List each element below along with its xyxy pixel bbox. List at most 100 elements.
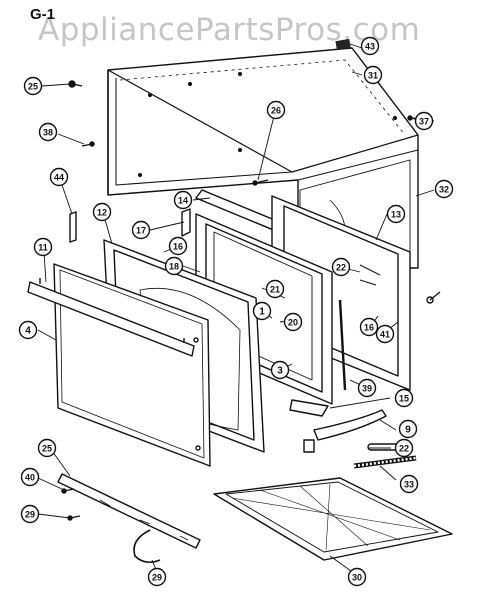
callout-bubble — [283, 312, 303, 332]
callout-number: 4 — [25, 325, 31, 336]
callout-number: 18 — [169, 261, 179, 271]
callout-c18: 18 — [164, 256, 184, 276]
callout-number: 22 — [336, 262, 346, 272]
callout-c20: 20 — [283, 312, 303, 332]
callout-bubble — [347, 567, 367, 587]
callout-bubble — [375, 324, 395, 344]
callout-number: 21 — [270, 284, 280, 294]
callout-c22b: 22 — [394, 438, 414, 458]
callout-number: 3 — [277, 365, 283, 376]
callout-number: 1 — [259, 306, 265, 317]
callout-bubble — [131, 220, 151, 240]
callout-bubble — [38, 122, 58, 142]
callout-c21: 21 — [265, 279, 285, 299]
callout-bubble — [414, 111, 434, 131]
callout-number: 31 — [368, 70, 378, 80]
callout-bubble — [168, 236, 188, 256]
callout-number: 11 — [38, 242, 48, 252]
callout-c11: 11 — [33, 237, 53, 257]
callout-c43: 43 — [360, 36, 380, 56]
callout-number: 13 — [391, 209, 401, 219]
callout-bubble — [173, 190, 193, 210]
callout-bubble — [399, 474, 419, 494]
callout-bubble — [37, 438, 57, 458]
callout-number: 29 — [25, 509, 35, 519]
callout-c16a: 16 — [168, 236, 188, 256]
callout-c37: 37 — [414, 111, 434, 131]
callout-c29b: 29 — [147, 567, 167, 587]
callout-number: 25 — [42, 443, 52, 453]
callout-c3: 3 — [270, 360, 290, 380]
callout-c15: 15 — [394, 388, 414, 408]
drip-tray — [213, 477, 453, 561]
callout-c12: 12 — [92, 202, 112, 222]
callout-bubble — [270, 360, 290, 380]
diagram-label: G-1 — [30, 6, 56, 23]
callout-c31: 31 — [363, 65, 383, 85]
callout-bubble — [386, 204, 406, 224]
callout-c14: 14 — [173, 190, 193, 210]
callout-number: 26 — [271, 105, 281, 115]
callout-number: 14 — [178, 195, 188, 205]
door-handle — [27, 281, 195, 357]
callout-number: 20 — [288, 317, 298, 327]
callout-number: 37 — [419, 116, 429, 126]
callout-bubble — [266, 100, 286, 120]
callout-c39: 39 — [357, 378, 377, 398]
callout-c17: 17 — [131, 220, 151, 240]
callout-bubble — [33, 237, 53, 257]
callout-c1: 1 — [252, 301, 272, 321]
callout-c16b: 16 — [359, 317, 379, 337]
callout-number: 41 — [380, 329, 390, 339]
watermark: AppliancePartsPros.com — [38, 12, 421, 48]
door-hinge — [313, 409, 387, 441]
callout-number: 9 — [405, 424, 411, 435]
callout-bubble — [20, 504, 40, 524]
callout-bubble — [164, 256, 184, 276]
callout-number: 15 — [399, 393, 409, 403]
callout-bubble — [363, 65, 383, 85]
callout-bubble — [49, 167, 69, 187]
callout-bubble — [398, 419, 418, 439]
callout-c41: 41 — [375, 324, 395, 344]
callout-c26: 26 — [266, 100, 286, 120]
callout-bubble — [357, 378, 377, 398]
callout-number: 32 — [439, 184, 449, 194]
callout-bubble — [23, 76, 43, 96]
callout-c40: 40 — [20, 467, 40, 487]
door-spring — [353, 455, 417, 469]
callout-number: 16 — [364, 322, 374, 332]
callout-c33: 33 — [399, 474, 419, 494]
callout-c25b: 25 — [37, 438, 57, 458]
callout-bubble — [394, 388, 414, 408]
callout-number: 39 — [362, 383, 372, 393]
callout-c38: 38 — [38, 122, 58, 142]
callout-bubble — [265, 279, 285, 299]
callout-bubble — [359, 317, 379, 337]
screw-hardware — [68, 80, 441, 304]
callout-c30: 30 — [347, 567, 367, 587]
callout-bubble — [18, 320, 38, 340]
callout-bubble — [394, 438, 414, 458]
callout-bubble — [360, 36, 380, 56]
callout-number: 44 — [54, 172, 64, 182]
callout-number: 17 — [136, 225, 146, 235]
callout-bubble — [147, 567, 167, 587]
callout-c32: 32 — [434, 179, 454, 199]
bottom-rail — [57, 473, 201, 564]
callout-number: 30 — [352, 572, 362, 582]
callout-number: 43 — [365, 41, 375, 51]
bracket — [181, 208, 191, 237]
callout-bubble — [92, 202, 112, 222]
callout-c44: 44 — [49, 167, 69, 187]
callout-number: 12 — [97, 207, 107, 217]
callout-c13: 13 — [386, 204, 406, 224]
callout-number: 33 — [404, 479, 414, 489]
callout-bubble — [252, 301, 272, 321]
callout-number: 38 — [43, 127, 53, 137]
callout-c29a: 29 — [20, 504, 40, 524]
trim-strip — [69, 211, 77, 243]
